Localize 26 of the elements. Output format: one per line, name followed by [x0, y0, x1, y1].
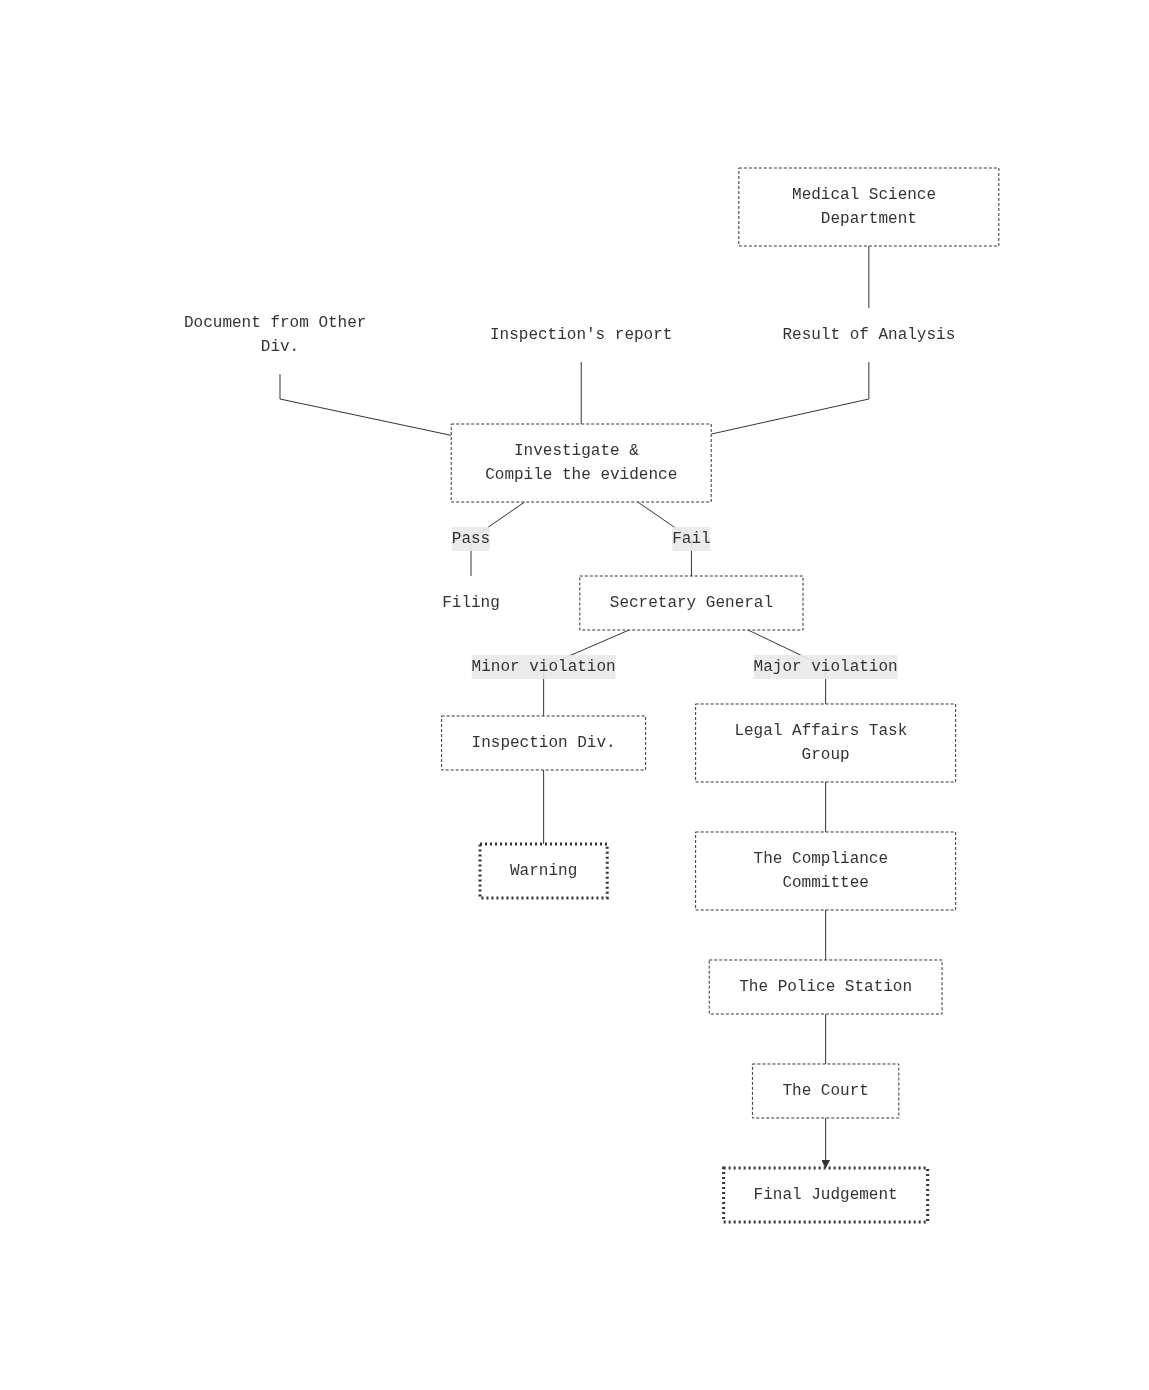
arrow: [821, 1117, 831, 1169]
edge-label: Minor violation: [471, 658, 616, 676]
node-box: The Compliance Committee: [695, 831, 957, 911]
node-box: Investigate & Compile the evidence: [450, 423, 712, 503]
node-text: Inspection's report: [490, 326, 673, 344]
connector: [580, 361, 582, 425]
node-box: Legal Affairs Task Group: [695, 703, 957, 783]
node-box: The Court: [752, 1063, 900, 1119]
node-box: Secretary General: [579, 575, 804, 631]
connector: [825, 1013, 827, 1065]
edge-label: Fail: [672, 530, 711, 548]
node-box: Warning: [478, 842, 609, 900]
node-text: Filing: [442, 594, 500, 612]
connector: [543, 769, 545, 845]
edge-label: Pass: [451, 530, 491, 548]
edge-label: Major violation: [753, 658, 898, 676]
connector: [868, 245, 870, 309]
connector: [825, 781, 827, 833]
connector: [279, 373, 452, 436]
node-box: Inspection Div.: [441, 715, 647, 771]
connector: [825, 909, 827, 961]
node-text: Result of Analysis: [782, 326, 956, 344]
node-text: Document from Other Div.: [184, 314, 367, 356]
connector: [710, 361, 870, 435]
node-box: Medical Science Department: [738, 167, 1000, 247]
node-box: The Police Station: [708, 959, 943, 1015]
